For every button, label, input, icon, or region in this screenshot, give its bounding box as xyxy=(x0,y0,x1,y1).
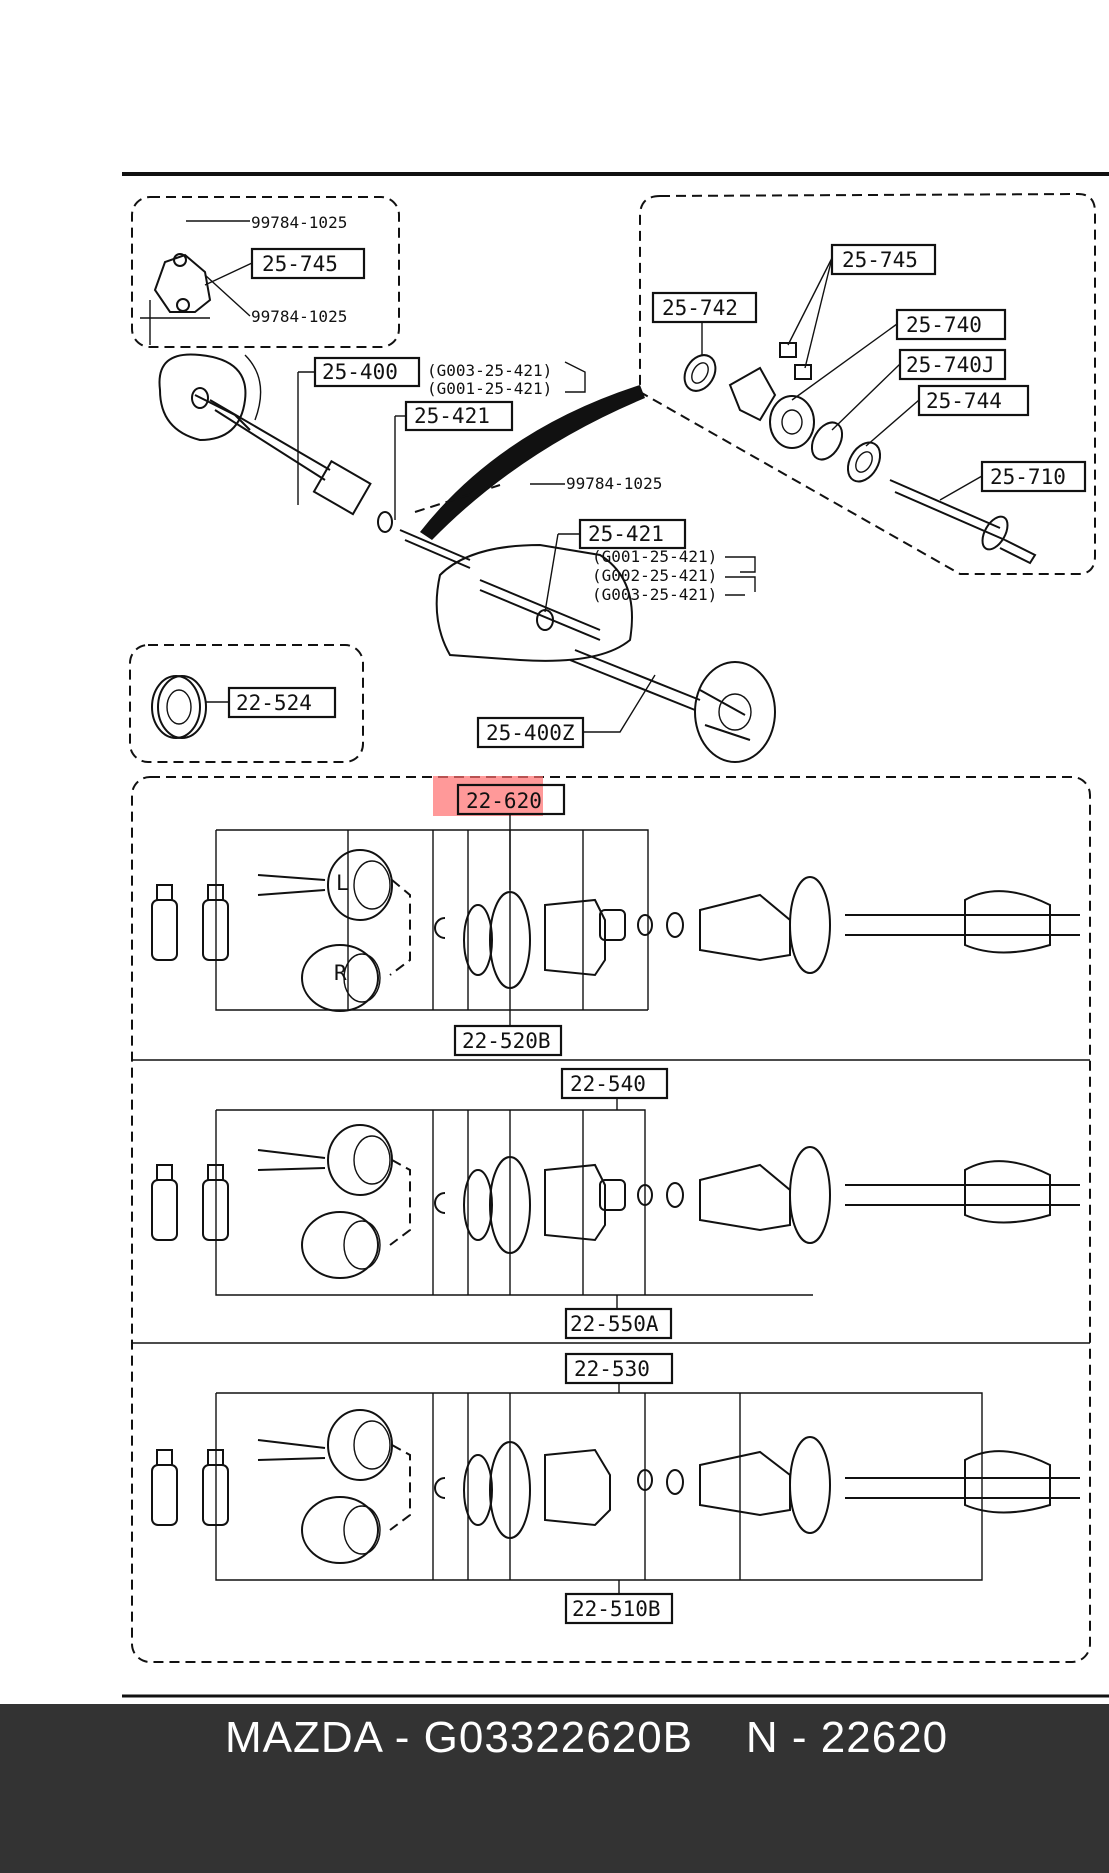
highlight-22-620 xyxy=(433,776,543,816)
kit-row-3 xyxy=(151,1392,1080,1581)
kit-row-1 xyxy=(151,829,1080,1012)
label-25-710: 25-710 xyxy=(990,465,1066,489)
label-g002-b: (G002-25-421) xyxy=(592,566,717,585)
driveshaft-assembly xyxy=(158,353,776,763)
inset-seal-box xyxy=(129,644,364,763)
label-g001-b: (G001-25-421) xyxy=(592,547,717,566)
kits-box xyxy=(131,776,1091,1663)
label-22-530: 22-530 xyxy=(574,1357,650,1381)
part-number-caption: MAZDA - G03322620B N - 22620 xyxy=(225,1713,949,1762)
label-25-745-b: 25-745 xyxy=(842,248,918,272)
pointer-wedge xyxy=(420,385,645,540)
label-25-742: 25-742 xyxy=(662,296,738,320)
label-22-620: 22-620 xyxy=(466,789,542,813)
inset-bracket-box xyxy=(131,196,400,348)
bracket-drawing xyxy=(140,253,212,345)
kit-row-2 xyxy=(151,1109,1080,1296)
label-25-421-b: 25-421 xyxy=(588,522,664,546)
label-g003-a: (G003-25-421) xyxy=(427,361,552,380)
label-25-740: 25-740 xyxy=(906,313,982,337)
label-R: R xyxy=(334,961,347,985)
bearing-drawing xyxy=(683,342,1037,565)
label-99784-1025-b: 99784-1025 xyxy=(251,307,347,326)
label-22-520b: 22-520B xyxy=(462,1029,551,1053)
seal-drawing xyxy=(151,675,207,739)
label-L: L xyxy=(336,871,349,895)
label-25-421-a: 25-421 xyxy=(414,404,490,428)
label-22-540: 22-540 xyxy=(570,1072,646,1096)
label-22-550a: 22-550A xyxy=(570,1312,659,1336)
label-99784-1025-a: 99784-1025 xyxy=(251,213,347,232)
footer-bar xyxy=(0,1704,1109,1873)
label-g001-a: (G001-25-421) xyxy=(427,379,552,398)
label-25-744: 25-744 xyxy=(926,389,1002,413)
label-g003-b: (G003-25-421) xyxy=(592,585,717,604)
label-25-400z: 25-400Z xyxy=(486,721,575,745)
label-22-510b: 22-510B xyxy=(572,1597,661,1621)
label-99784-1025-c: 99784-1025 xyxy=(566,474,662,493)
label-25-745-a: 25-745 xyxy=(262,252,338,276)
label-25-400: 25-400 xyxy=(322,360,398,384)
label-22-524: 22-524 xyxy=(236,691,312,715)
inset-bearing-box xyxy=(639,192,1096,575)
label-25-740j: 25-740J xyxy=(906,353,995,377)
